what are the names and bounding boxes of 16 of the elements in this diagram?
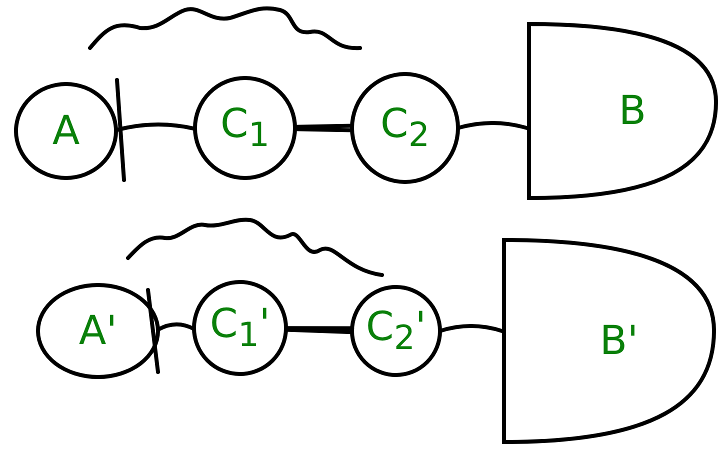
d-shaped-node [500,236,718,446]
node-label: C$_{1}$' [210,304,270,352]
node-label: A [52,111,80,151]
node-label: A' [78,311,118,351]
node-label: B [618,91,646,131]
circle-node [192,280,288,376]
circle-node [193,76,297,180]
d-shaped-node [525,20,720,202]
circle-node [350,72,460,184]
node-label: C$_{2}$' [366,307,426,355]
node-label: B' [600,321,638,361]
circle-node [350,285,442,377]
circle-node [36,283,160,379]
node-label: C$_{2}$ [380,104,430,152]
circle-node [14,82,118,180]
node-label: C$_{1}$ [220,104,270,152]
